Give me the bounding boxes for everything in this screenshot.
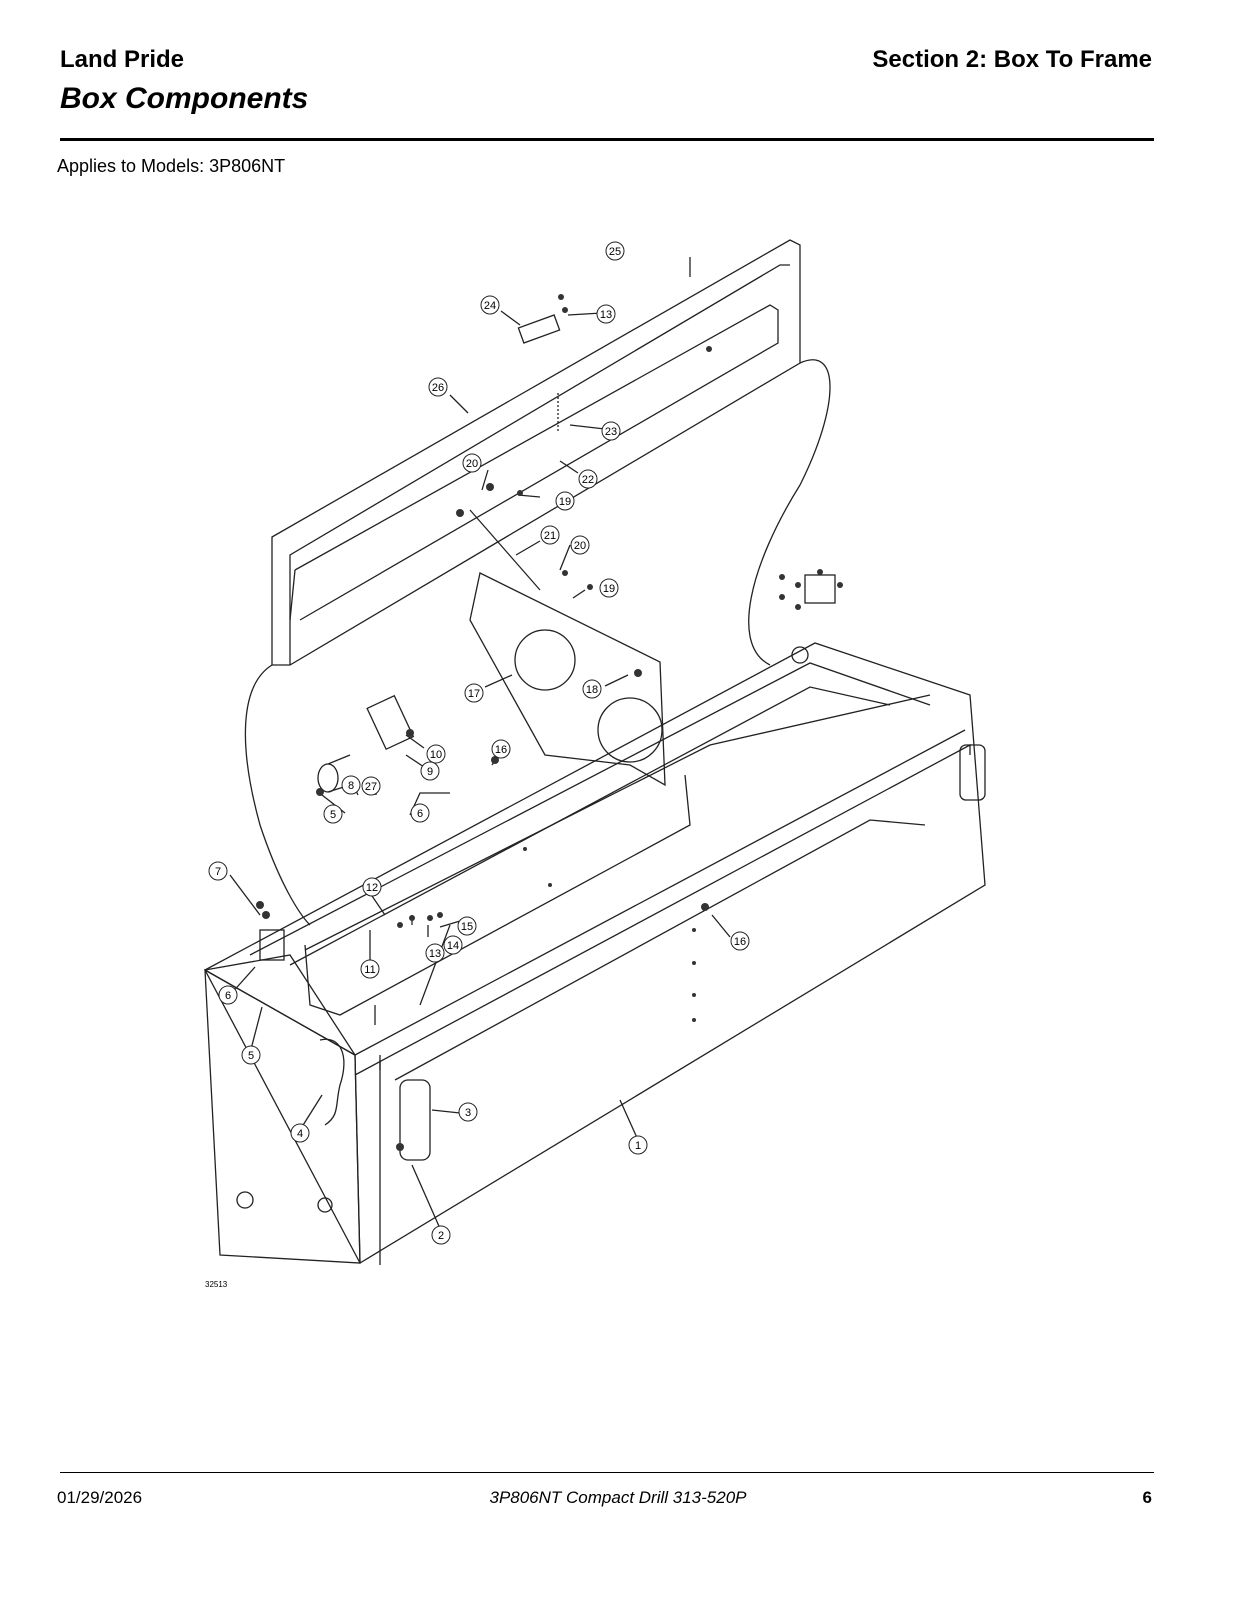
callout-label: 16 (495, 744, 507, 756)
applies-to-models: Applies to Models: 3P806NT (57, 156, 286, 176)
callout-label: 20 (466, 458, 478, 470)
callout-label: 4 (297, 1128, 303, 1140)
drawing-number: 32513 (205, 1280, 228, 1289)
callout-label: 9 (427, 766, 433, 778)
callout-label: 25 (609, 246, 621, 258)
callout-label: 20 (574, 540, 586, 552)
section-title: Section 2: Box To Frame (872, 46, 1152, 73)
callout-label: 5 (248, 1050, 254, 1062)
callout-label: 18 (586, 684, 598, 696)
callout-label: 27 (365, 781, 377, 793)
callout-label: 22 (582, 474, 594, 486)
callout-label: 14 (447, 940, 459, 952)
page-title: Box Components (60, 82, 309, 115)
callout-label: 7 (215, 866, 221, 878)
callout-label: 12 (366, 882, 378, 894)
callout-label: 6 (225, 990, 231, 1002)
parts-drawing: 25 24 13 26 23 22 20 19 21 20 19 18 17 1… (204, 239, 986, 1289)
callout-label: 26 (432, 382, 444, 394)
callout-label: 6 (417, 808, 423, 820)
callout-label: 13 (429, 948, 441, 960)
callout-label: 17 (468, 688, 480, 700)
page-number: 6 (1142, 1488, 1152, 1507)
callout-label: 8 (348, 780, 354, 792)
footer-date: 01/29/2026 (57, 1488, 143, 1507)
callout-label: 5 (330, 809, 336, 821)
parts-diagram: 25 24 13 26 23 22 20 19 21 20 19 18 17 1… (150, 225, 1050, 1315)
callout-label: 1 (635, 1140, 641, 1152)
callout-label: 23 (605, 426, 617, 438)
callout-label: 24 (484, 300, 496, 312)
callout-label: 3 (465, 1107, 471, 1119)
callout-label: 10 (430, 749, 442, 761)
callout-label: 19 (559, 496, 571, 508)
callout-label: 19 (603, 583, 615, 595)
footer-rule (60, 1472, 1154, 1473)
callout-label: 16 (734, 936, 746, 948)
callout-label: 21 (544, 530, 556, 542)
header-rule (60, 138, 1154, 141)
brand-name: Land Pride (60, 46, 185, 73)
footer-document-title: 3P806NT Compact Drill 313-520P (489, 1488, 747, 1507)
callout-label: 11 (364, 964, 375, 976)
callout-label: 13 (600, 309, 612, 321)
callout-label: 2 (438, 1230, 444, 1242)
callout-label: 15 (461, 921, 473, 933)
